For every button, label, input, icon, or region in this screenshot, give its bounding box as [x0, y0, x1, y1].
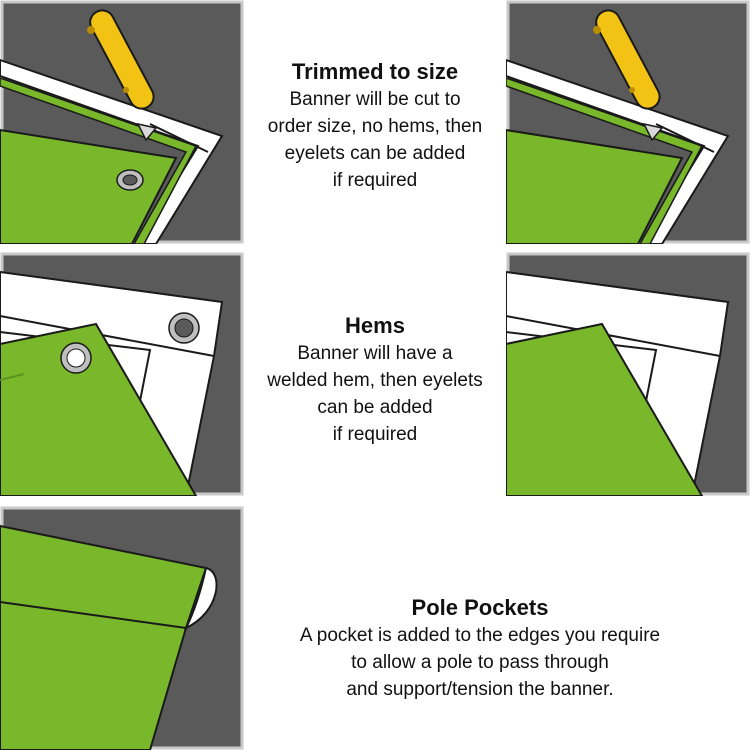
- section-line: if required: [332, 424, 418, 445]
- eyelet-icon: [168, 312, 200, 344]
- section-line: if required: [332, 170, 418, 191]
- green-banner: [0, 128, 178, 244]
- craft-knife-icon: [593, 9, 664, 142]
- section-line: Banner will have a: [297, 343, 453, 364]
- section-line: to allow a pole to pass through: [351, 652, 609, 673]
- section-heading: Hems: [345, 313, 405, 338]
- trimmed-to-size-section: Trimmed to size Banner will be cut to or…: [250, 58, 500, 194]
- hems-section: Hems Banner will have a welded hem, then…: [250, 312, 500, 448]
- trimmed-no-eyelet-illustration: [506, 0, 750, 244]
- pocket-seam-line: [0, 601, 187, 629]
- green-banner: [0, 524, 208, 750]
- green-banner: [506, 128, 684, 244]
- craft-knife-icon: [87, 9, 158, 142]
- banner-fold-line: [0, 373, 25, 381]
- cut-line: [149, 123, 209, 153]
- section-heading: Pole Pockets: [411, 595, 549, 620]
- section-line: and support/tension the banner.: [346, 679, 614, 700]
- pocket-opening: [183, 566, 218, 631]
- cut-line: [655, 123, 715, 153]
- green-banner: [0, 322, 198, 496]
- hem-fold-line: [0, 315, 215, 357]
- section-line: can be added: [317, 397, 433, 418]
- pole-pockets-section: Pole Pockets A pocket is added to the ed…: [250, 594, 710, 703]
- hem-fold-line: [506, 315, 721, 357]
- section-line: eyelets can be added: [284, 143, 466, 164]
- section-heading: Trimmed to size: [291, 59, 459, 84]
- section-line: welded hem, then eyelets: [267, 370, 483, 391]
- hem-with-eyelets-illustration: [0, 252, 244, 496]
- section-line: A pocket is added to the edges you requi…: [299, 625, 661, 646]
- hem-no-eyelets-illustration: [506, 252, 750, 496]
- section-line: order size, no hems, then: [267, 116, 483, 137]
- green-banner: [506, 322, 704, 496]
- pole-pocket-illustration: [0, 506, 244, 750]
- eyelet-icon: [60, 342, 92, 374]
- trimmed-with-eyelet-illustration: [0, 0, 244, 244]
- section-line: Banner will be cut to: [289, 89, 461, 110]
- eyelet-icon: [116, 169, 144, 191]
